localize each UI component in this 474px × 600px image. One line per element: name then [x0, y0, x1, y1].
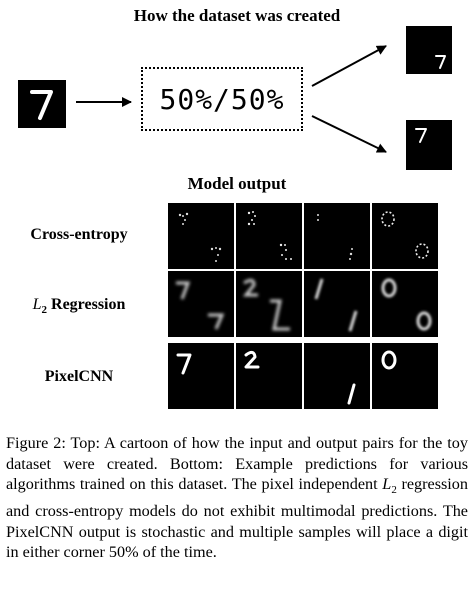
- prediction-pixelcnn-2: [236, 343, 302, 409]
- row-label-l2-regression: L2 Regression: [32, 296, 126, 317]
- prediction-cross-entropy-1: [168, 203, 234, 269]
- output-digit-corner-top-left: [406, 120, 452, 170]
- row-label-cross-entropy: Cross-entropy: [30, 226, 128, 243]
- prediction-l2-3: [304, 271, 370, 337]
- lower-output-arrow: [311, 115, 387, 153]
- output-digit-corner-bottom-right: [406, 26, 452, 74]
- upper-output-arrow: [311, 45, 387, 87]
- figure-caption: Figure 2: Top: A cartoon of how the inpu…: [6, 434, 468, 562]
- prediction-l2-2: [236, 271, 302, 337]
- prediction-pixelcnn-3: [304, 343, 370, 409]
- prediction-cross-entropy-4: [372, 203, 438, 269]
- dataset-heading: How the dataset was created: [133, 6, 341, 25]
- prediction-cross-entropy-3: [304, 203, 370, 269]
- prediction-l2-1: [168, 271, 234, 337]
- model-output-heading: Model output: [187, 174, 287, 193]
- prediction-l2-4: [372, 271, 438, 337]
- prediction-pixelcnn-4: [372, 343, 438, 409]
- input-digit-image: [18, 80, 66, 128]
- row-label-pixelcnn: PixelCNN: [44, 368, 114, 385]
- prediction-cross-entropy-2: [236, 203, 302, 269]
- prediction-pixelcnn-1: [168, 343, 234, 409]
- split-ratio-box: 50%/50%: [141, 67, 303, 131]
